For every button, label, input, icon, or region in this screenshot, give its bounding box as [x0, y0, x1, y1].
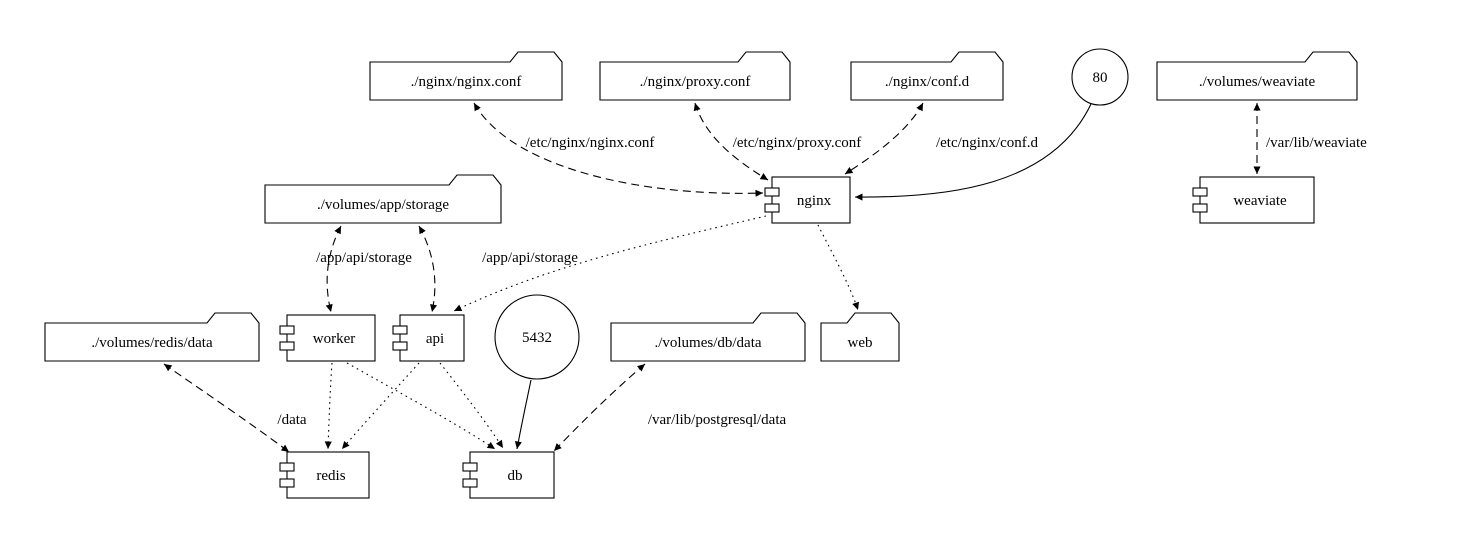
edge-label-etc-conf-d: /etc/nginx/conf.d [936, 135, 1039, 151]
edge-label-var-lib-weaviate: /var/lib/weaviate [1266, 135, 1367, 151]
component-body [286, 451, 370, 499]
component-tab [279, 341, 295, 351]
node-label: ./volumes/redis/data [91, 335, 213, 351]
component-body [771, 176, 851, 224]
node-db-component: db [462, 451, 555, 499]
node-proxy-conf-folder: ./nginx/proxy.conf [599, 51, 791, 101]
node-label: worker [313, 331, 355, 347]
node-nginx-component: nginx [764, 176, 851, 224]
folder-shape [44, 312, 260, 362]
node-label: weaviate [1233, 193, 1287, 209]
node-nginx-conf-folder: ./nginx/nginx.conf [369, 51, 563, 101]
edge-nginx-web-link [817, 224, 860, 311]
component-body [1199, 176, 1315, 224]
folder-shape [264, 174, 502, 224]
edge-proxyconf-nginx-mount [693, 102, 769, 181]
node-db-data-folder: ./volumes/db/data [610, 312, 806, 362]
node-volumes-weaviate-folder: ./volumes/weaviate [1156, 51, 1358, 101]
node-label: ./volumes/weaviate [1199, 74, 1316, 90]
component-tab [279, 462, 295, 472]
edge-storage-worker-mount [325, 225, 342, 313]
edge-label-var-lib-postgresql: /var/lib/postgresql/data [648, 412, 787, 428]
folder-shape [850, 51, 1004, 101]
edge-storage-api-mount [418, 225, 438, 313]
node-label: web [848, 335, 873, 351]
folder-shape [610, 312, 806, 362]
edge-port5432-db [514, 379, 532, 450]
node-label: ./nginx/proxy.conf [640, 74, 751, 90]
node-label: 80 [1093, 70, 1108, 86]
component-body [286, 314, 376, 362]
node-label: db [508, 468, 523, 484]
component-tab [462, 462, 478, 472]
node-web-folder: web [820, 312, 900, 362]
component-body [469, 451, 555, 499]
folder-shape [820, 312, 900, 362]
folder-shape [369, 51, 563, 101]
component-tab [462, 478, 478, 488]
edge-dbdata-db-mount [553, 363, 646, 452]
node-label: ./nginx/conf.d [885, 74, 970, 90]
node-label: ./volumes/app/storage [317, 197, 449, 213]
node-port-5432: 5432 [494, 294, 580, 380]
node-label: ./nginx/nginx.conf [411, 74, 522, 90]
edge-nginxconf-nginx-mount [473, 102, 764, 197]
circle-shape [494, 294, 580, 380]
node-redis-component: redis [279, 451, 370, 499]
edge-redisdata-redis-mount [163, 363, 290, 453]
edge-label-storage-api: /app/api/storage [482, 250, 578, 266]
edge-api-redis-link [341, 362, 420, 450]
node-api-component: api [392, 314, 465, 362]
node-redis-data-folder: ./volumes/redis/data [44, 312, 260, 362]
edge-labels: /etc/nginx/nginx.conf /etc/nginx/proxy.c… [277, 135, 1367, 428]
node-app-storage-folder: ./volumes/app/storage [264, 174, 502, 224]
edge-port80-nginx [854, 103, 1092, 201]
edge-worker-db-link [346, 362, 496, 450]
node-label: ./volumes/db/data [654, 335, 761, 351]
component-tab [764, 203, 780, 213]
node-conf-d-folder: ./nginx/conf.d [850, 51, 1004, 101]
node-worker-component: worker [279, 314, 376, 362]
edge-label-etc-proxy-conf: /etc/nginx/proxy.conf [733, 135, 862, 151]
node-label: nginx [797, 193, 832, 209]
node-label: redis [316, 468, 345, 484]
edge-label-storage-worker: /app/api/storage [316, 250, 412, 266]
component-tab [764, 187, 780, 197]
node-label: 5432 [522, 330, 552, 346]
edge-worker-redis-link [324, 362, 333, 450]
folder-shape [1156, 51, 1358, 101]
folder-shape [599, 51, 791, 101]
component-tab [279, 478, 295, 488]
edge-label-data: /data [277, 412, 306, 428]
node-label: api [426, 331, 444, 347]
component-tab [1192, 187, 1208, 197]
edges [163, 102, 1261, 453]
circle-shape [1071, 48, 1129, 106]
component-tab [279, 325, 295, 335]
edge-confd-nginx-mount [844, 102, 924, 175]
component-tab [1192, 203, 1208, 213]
edge-api-db-link [439, 362, 504, 449]
component-tab [392, 341, 408, 351]
component-body [399, 314, 465, 362]
node-port-80: 80 [1071, 48, 1129, 106]
edge-nginx-api-link [453, 215, 767, 312]
edge-label-etc-nginx-conf: /etc/nginx/nginx.conf [526, 135, 655, 151]
component-tab [392, 325, 408, 335]
node-weaviate-component: weaviate [1192, 176, 1315, 224]
